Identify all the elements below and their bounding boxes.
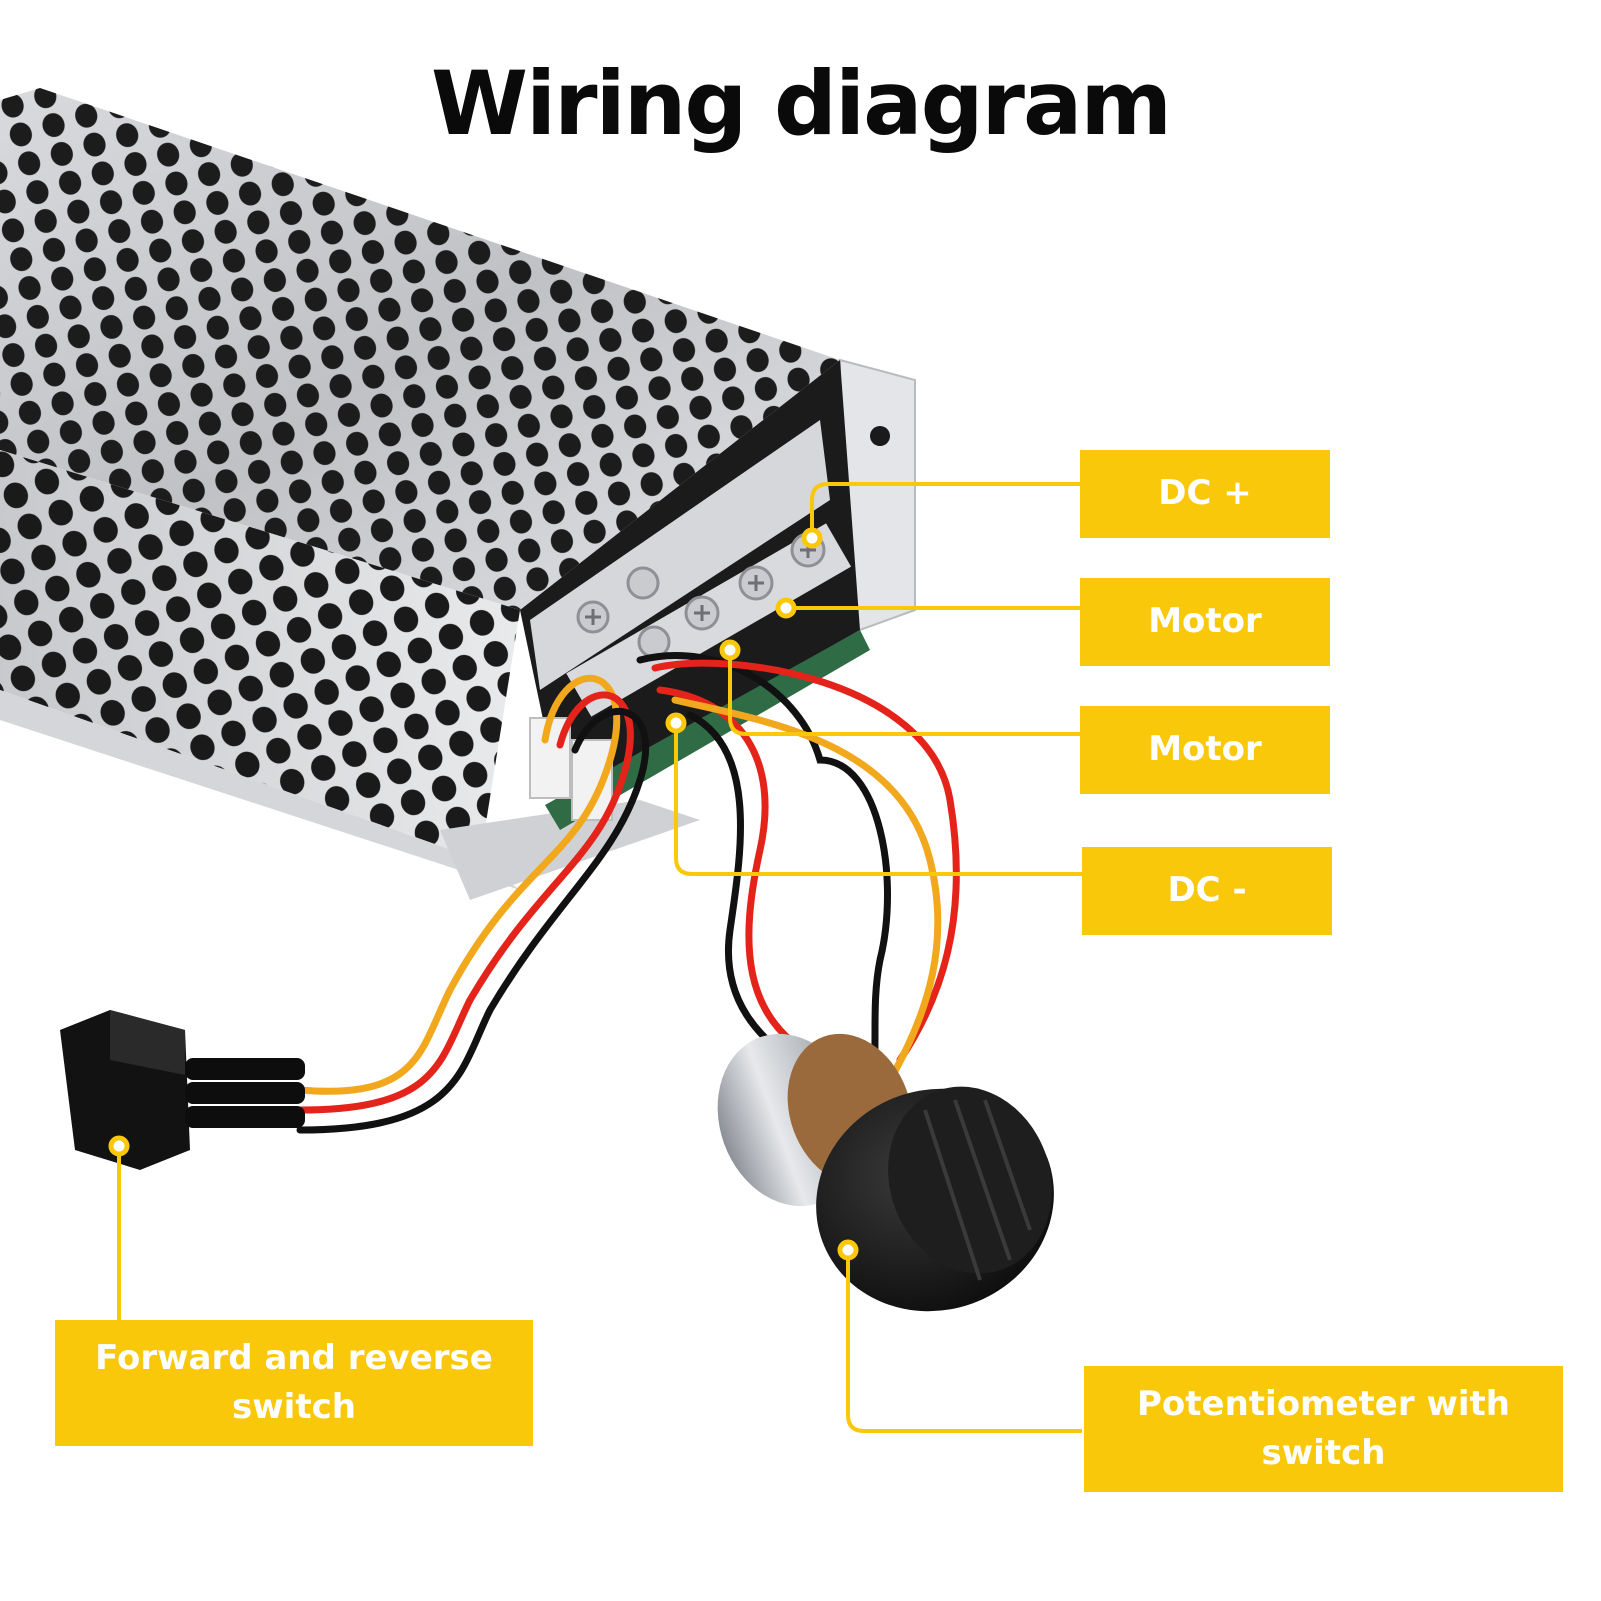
dc-plus-leader-line bbox=[810, 482, 1080, 538]
callout-dots bbox=[108, 527, 859, 1261]
label-dc-plus-text: DC + bbox=[1158, 473, 1252, 514]
potentiometer-dot bbox=[837, 1239, 859, 1261]
wires-to-potentiometer bbox=[636, 652, 960, 1094]
label-dc-plus: DC + bbox=[1080, 450, 1330, 538]
callout-leader-lines bbox=[117, 482, 1082, 1433]
dc-minus-leader-line bbox=[674, 723, 1082, 876]
label-motor-2: Motor bbox=[1080, 706, 1330, 794]
terminal-block bbox=[529, 523, 852, 821]
dc-plus-dot bbox=[801, 527, 823, 549]
label-switch-line-2: switch bbox=[232, 1387, 356, 1427]
potentiometer bbox=[717, 1033, 1054, 1312]
label-dc-minus-text: DC - bbox=[1167, 870, 1247, 911]
label-switch-line-1: Forward and reverse bbox=[95, 1337, 493, 1378]
dc-minus-dot bbox=[665, 712, 687, 734]
motor-2-leader-line bbox=[728, 650, 1080, 736]
label-pot-line-2: switch bbox=[1261, 1433, 1386, 1473]
label-motor-1: Motor bbox=[1080, 578, 1330, 666]
label-forward-reverse-switch: Forward and reverse switch bbox=[55, 1320, 533, 1446]
label-dc-minus: DC - bbox=[1082, 847, 1332, 935]
diagram-title: Wiring diagram bbox=[430, 52, 1172, 155]
label-potentiometer-with-switch: Potentiometer with switch bbox=[1084, 1366, 1563, 1492]
rocker-switch bbox=[60, 1010, 305, 1170]
label-pot-line-1: Potentiometer with bbox=[1137, 1383, 1510, 1424]
motor-2-dot bbox=[719, 639, 741, 661]
controller-box bbox=[0, 88, 916, 900]
wires-to-switch bbox=[296, 674, 650, 1134]
potentiometer-leader-line bbox=[846, 1250, 1082, 1433]
switch-dot bbox=[108, 1135, 130, 1157]
motor-1-dot bbox=[775, 597, 797, 619]
label-motor-1-text: Motor bbox=[1148, 601, 1262, 642]
label-motor-2-text: Motor bbox=[1148, 729, 1262, 770]
